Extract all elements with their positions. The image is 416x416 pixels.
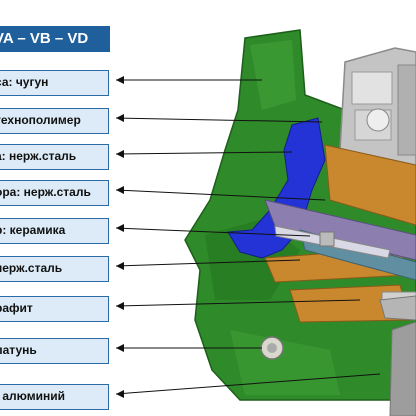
label-text: технополимер bbox=[0, 109, 81, 132]
aluminium-housing bbox=[390, 322, 416, 416]
label-text: р: керамика bbox=[0, 219, 65, 242]
diagram-title: VA – VB – VD bbox=[0, 26, 110, 52]
label-text: ора: нерж.сталь bbox=[0, 181, 91, 204]
label-steel-part-2: ора: нерж.сталь bbox=[0, 180, 109, 206]
label-text: а: нерж.сталь bbox=[0, 145, 76, 168]
label-steel-part-3: нерж.сталь bbox=[0, 256, 109, 282]
label-text: нерж.сталь bbox=[0, 257, 62, 280]
label-text: са: чугун bbox=[0, 71, 48, 94]
label-insert-material: технополимер bbox=[0, 108, 109, 134]
label-text: рафит bbox=[0, 297, 33, 320]
label-steel-part-1: а: нерж.сталь bbox=[0, 144, 109, 170]
label-ceramic-part: р: керамика bbox=[0, 218, 109, 244]
label-brass-part: латунь bbox=[0, 338, 109, 364]
label-aluminium-part: : алюминий bbox=[0, 384, 109, 410]
label-text: : алюминий bbox=[0, 385, 65, 408]
label-graphite-part: рафит bbox=[0, 296, 109, 322]
label-body-material: са: чугун bbox=[0, 70, 109, 96]
leader-arrowheads bbox=[116, 76, 124, 398]
label-text: латунь bbox=[0, 339, 37, 362]
